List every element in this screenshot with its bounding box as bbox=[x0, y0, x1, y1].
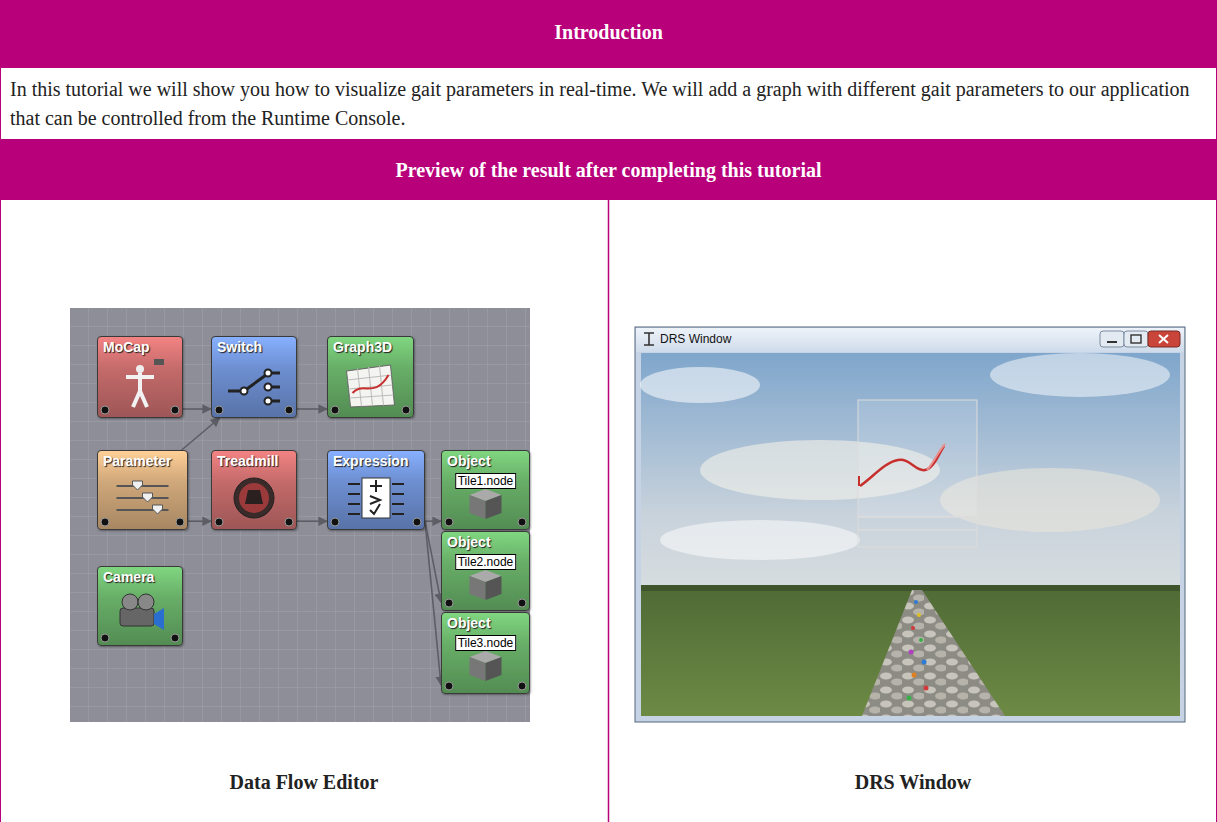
port-dot bbox=[331, 518, 339, 526]
port-dot bbox=[101, 406, 109, 414]
expr-icon bbox=[348, 478, 404, 518]
table-rule bbox=[0, 139, 1217, 140]
section-heading: Preview of the result after completing t… bbox=[0, 158, 1217, 182]
block-title: Object bbox=[442, 451, 496, 471]
data-connector bbox=[183, 408, 211, 410]
block-title: Camera bbox=[98, 567, 159, 587]
intro-paragraph: In this tutorial we will show you how to… bbox=[10, 75, 1207, 133]
port-dot bbox=[413, 518, 421, 526]
data-connector bbox=[297, 520, 327, 522]
figure-caption: DRS Window bbox=[609, 770, 1217, 794]
port-dot bbox=[215, 518, 223, 526]
port-dot bbox=[402, 406, 410, 414]
object-icon bbox=[470, 489, 502, 519]
data-connector bbox=[297, 408, 327, 410]
port-dot bbox=[176, 518, 184, 526]
window-title: DRS Window bbox=[660, 332, 860, 346]
mocap-icon bbox=[126, 359, 164, 407]
block-title: Object bbox=[442, 532, 496, 552]
header-bar bbox=[0, 140, 1217, 200]
port-dot bbox=[101, 634, 109, 642]
block-title: Switch bbox=[212, 337, 267, 357]
switch-icon bbox=[228, 370, 280, 405]
object-icon bbox=[470, 570, 502, 600]
camera-block: Camera bbox=[97, 566, 183, 646]
block-title: Object bbox=[442, 613, 496, 633]
drs-window-screenshot bbox=[635, 327, 1185, 722]
file-label: Tile3.node bbox=[455, 635, 517, 651]
data-connector bbox=[188, 520, 211, 522]
port-dot bbox=[285, 518, 293, 526]
port-dot bbox=[445, 682, 453, 690]
header-bar bbox=[0, 0, 1217, 68]
block-title: Parameter bbox=[98, 451, 177, 471]
port-dot bbox=[445, 518, 453, 526]
file-label: Tile2.node bbox=[455, 554, 517, 570]
block-title: Graph3D bbox=[328, 337, 397, 357]
port-dot bbox=[331, 406, 339, 414]
object-block: ObjectTile2.node bbox=[441, 531, 530, 611]
port-dot bbox=[518, 518, 526, 526]
object-icon bbox=[470, 651, 502, 681]
graph-block: Graph3D bbox=[327, 336, 414, 418]
switch-block: Switch bbox=[211, 336, 297, 418]
block-title: Expression bbox=[328, 451, 413, 471]
file-label: Tile1.node bbox=[455, 473, 517, 489]
port-dot bbox=[518, 599, 526, 607]
camera-icon bbox=[120, 594, 164, 630]
data-connector bbox=[425, 521, 441, 602]
editor-grid bbox=[70, 308, 530, 722]
port-dot bbox=[171, 634, 179, 642]
section-heading: Introduction bbox=[0, 21, 1217, 44]
port-dot bbox=[445, 599, 453, 607]
expression-block: Expression bbox=[327, 450, 425, 530]
object-block: ObjectTile3.node bbox=[441, 612, 530, 694]
treadmill-icon bbox=[234, 478, 274, 518]
object-block: ObjectTile1.node bbox=[441, 450, 530, 530]
treadmill-block: Treadmill bbox=[211, 450, 297, 530]
table-rule bbox=[0, 68, 1, 822]
param-icon bbox=[117, 481, 169, 514]
mocap-block: MoCap bbox=[97, 336, 183, 418]
block-title: MoCap bbox=[98, 337, 155, 357]
data-connector bbox=[425, 520, 441, 522]
port-dot bbox=[101, 518, 109, 526]
figure-caption: Data Flow Editor bbox=[0, 770, 608, 794]
block-title: Treadmill bbox=[212, 451, 283, 471]
port-dot bbox=[285, 406, 293, 414]
data-connector bbox=[425, 521, 441, 685]
table-rule bbox=[1216, 68, 1217, 822]
port-dot bbox=[215, 406, 223, 414]
table-rule bbox=[608, 200, 610, 822]
data-connector bbox=[182, 418, 220, 450]
graph-icon bbox=[347, 365, 395, 407]
parameter-block: Parameter bbox=[97, 450, 188, 530]
port-dot bbox=[518, 682, 526, 690]
port-dot bbox=[171, 406, 179, 414]
